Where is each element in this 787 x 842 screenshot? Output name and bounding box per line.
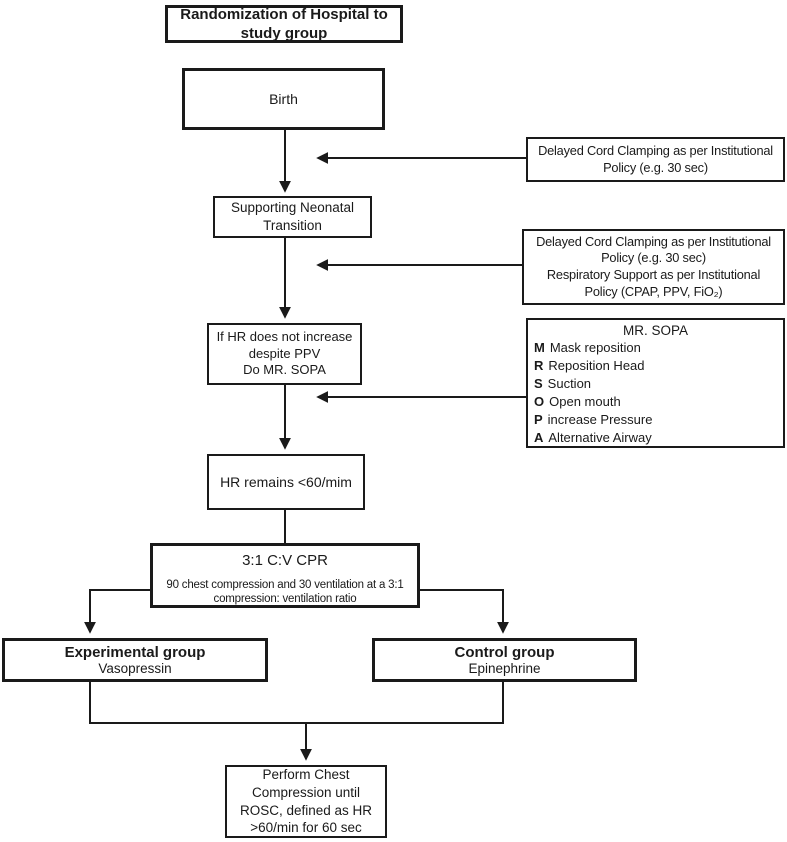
- delayed-cord-clamping-box-1: Delayed Cord Clamping as per Institution…: [526, 137, 785, 182]
- arrow-cpr-to-experimental: [84, 589, 150, 634]
- delayed-cord-clamping-2-label: Delayed Cord Clamping as per Institution…: [536, 233, 771, 299]
- transition-label: Supporting Neonatal Transition: [230, 200, 355, 233]
- control-group-box: Control group Epinephrine: [372, 638, 637, 682]
- mrsopa-letter-o: O: [534, 393, 545, 409]
- mrsopa-letter-r: R: [534, 357, 544, 373]
- delayed-cord-clamping-1-label: Delayed Cord Clamping as per Institution…: [538, 142, 773, 175]
- outcome-label: Perform Chest Compression until ROSC, de…: [239, 767, 373, 836]
- experimental-group-box: Experimental group Vasopressin: [2, 638, 268, 682]
- mrsopa-letter-a: A: [534, 429, 544, 445]
- hr-not-increase-label: If HR does not increase despite PPV Do M…: [216, 328, 353, 378]
- arrow-cpr-to-control: [420, 589, 509, 634]
- birth-box: Birth: [182, 68, 385, 130]
- mrsopa-letter-s: S: [534, 375, 543, 391]
- mrsopa-text-o: Open mouth: [549, 393, 621, 409]
- experimental-group-drug: Vasopressin: [98, 660, 172, 676]
- hr-remains-box: HR remains <60/mim: [207, 454, 365, 510]
- mrsopa-item-m: M Mask reposition: [534, 339, 777, 357]
- delayed-cord-clamping-box-2: Delayed Cord Clamping as per Institution…: [522, 229, 785, 305]
- supporting-neonatal-transition-box: Supporting Neonatal Transition: [213, 196, 372, 238]
- line-groups-merge: [89, 682, 504, 724]
- control-group-title: Control group: [454, 643, 555, 661]
- mrsopa-text-m: Mask reposition: [549, 340, 641, 355]
- cpr-detail: 90 chest compression and 30 ventilation …: [166, 579, 404, 606]
- randomization-label: Randomization of Hospital to study group: [180, 5, 388, 43]
- mrsopa-letter-m: M: [534, 340, 545, 355]
- outcome-box: Perform Chest Compression until ROSC, de…: [225, 765, 387, 838]
- mrsopa-text-p: increase Pressure: [547, 411, 653, 427]
- hr-remains-label: HR remains <60/mim: [220, 473, 352, 490]
- mr-sopa-title: MR. SOPA: [622, 323, 688, 338]
- hr-not-increase-box: If HR does not increase despite PPV Do M…: [207, 323, 362, 385]
- randomization-box: Randomization of Hospital to study group: [165, 5, 403, 43]
- mrsopa-letter-p: P: [534, 411, 543, 427]
- mrsopa-text-s: Suction: [547, 375, 592, 391]
- experimental-group-title: Experimental group: [64, 643, 206, 661]
- cpr-title: 3:1 C:V CPR: [242, 552, 328, 569]
- mrsopa-text-r: Reposition Head: [548, 357, 645, 373]
- birth-label: Birth: [269, 90, 298, 107]
- control-group-drug: Epinephrine: [468, 660, 541, 676]
- mrsopa-text-a: Alternative Airway: [548, 429, 652, 445]
- cpr-box: 3:1 C:V CPR 90 chest compression and 30 …: [150, 543, 420, 608]
